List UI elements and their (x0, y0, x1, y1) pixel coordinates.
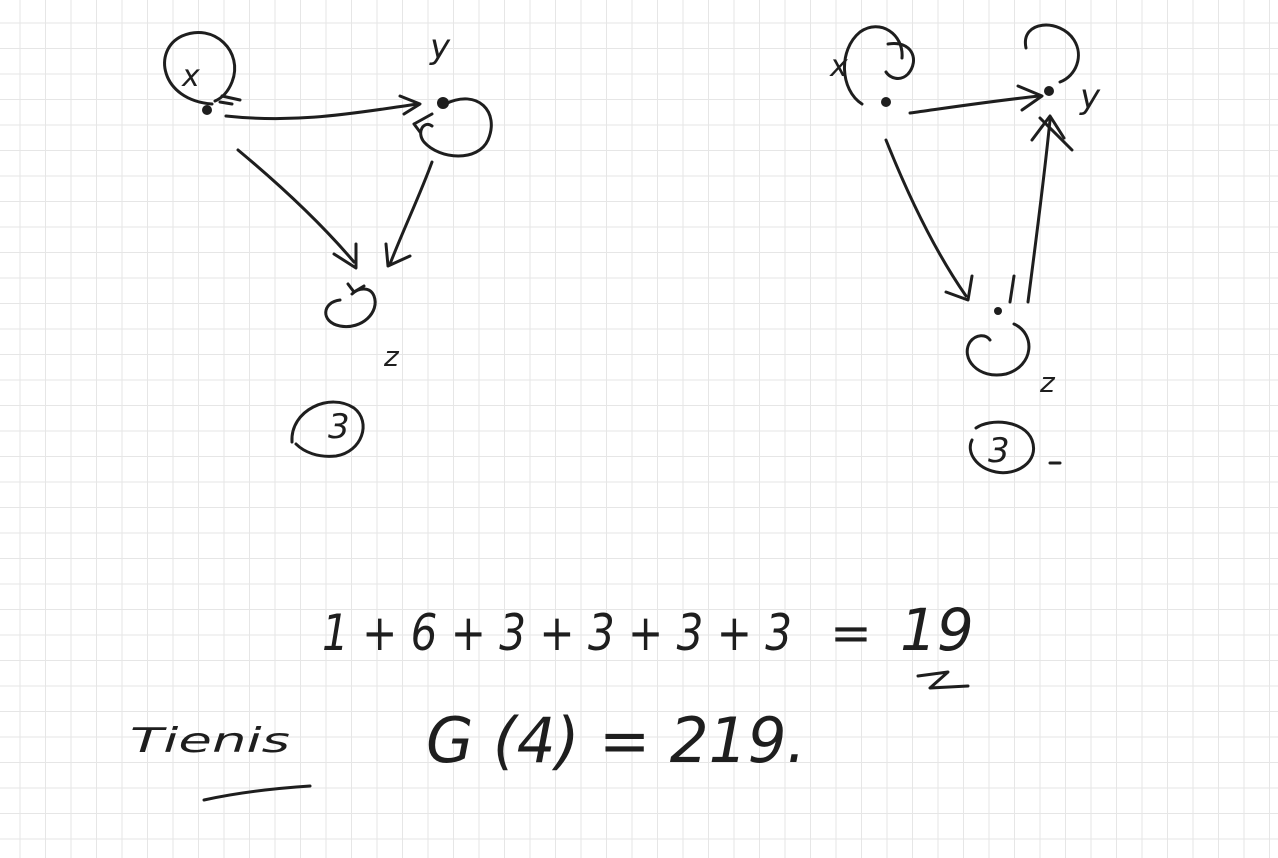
left-x-self-loop (163, 30, 237, 106)
left-edge-y-to-z (388, 160, 434, 266)
left-y-loop-arrowhead (412, 112, 434, 134)
right-x-label: x (829, 49, 848, 84)
left-x-loop-arrowhead (218, 94, 242, 106)
right-z-self-loop (965, 322, 1031, 377)
right-edge-z-to-y-arrowhead (1030, 114, 1066, 142)
left-node-z: z (324, 282, 400, 373)
right-node-z: z (965, 307, 1056, 399)
right-z-vertex (994, 307, 1002, 315)
right-x-self-loop-2 (884, 42, 915, 80)
left-edge-x-to-y-arrowhead (398, 94, 422, 116)
right-edge-z-to-y-tick (1008, 274, 1016, 304)
right-count-value: 3 (988, 431, 1010, 471)
right-edge-x-to-z-arrowhead (944, 274, 974, 302)
right-edge-x-to-y (908, 94, 1042, 115)
left-count-circle (290, 400, 365, 458)
right-circled-count: 3 (968, 420, 1062, 475)
footer-word-underline (202, 784, 312, 802)
left-circled-count: 3 (290, 400, 365, 458)
left-z-loop-arrowhead (346, 282, 366, 294)
right-edge-x-to-z (884, 138, 968, 298)
sum-expression: 1 + 6 + 3 + 3 + 3 + 3 (322, 604, 792, 662)
footer-formula: G (4) = 219. (426, 704, 806, 777)
left-edge-x-to-z (236, 148, 356, 264)
left-z-self-loop (324, 287, 377, 329)
right-z-label: z (1039, 366, 1056, 399)
right-node-x: x (829, 25, 915, 107)
left-node-x: x (163, 30, 242, 115)
left-edge-x-to-z-arrowhead (332, 242, 358, 270)
right-graph: x y z 3 (829, 23, 1101, 475)
left-x-vertex (202, 105, 212, 115)
sum-result: 19 (900, 596, 974, 664)
footer-word: Tienis (130, 721, 290, 761)
right-edge-z-to-y (1026, 118, 1052, 304)
left-node-y: y (412, 27, 493, 158)
right-edge-x-to-y-arrowhead (1016, 84, 1044, 112)
left-y-label: y (429, 27, 451, 67)
sum-equals: = (830, 604, 872, 662)
right-x-vertex (881, 97, 891, 107)
footer-line: Tienis G (4) = 219. (130, 704, 806, 802)
right-y-label: y (1079, 77, 1101, 117)
right-node-y: y (1024, 23, 1101, 152)
left-y-vertex (437, 97, 449, 109)
left-y-self-loop (419, 97, 493, 158)
right-x-self-loop (843, 25, 904, 106)
right-count-circle (968, 420, 1036, 475)
right-y-self-loop (1024, 23, 1080, 84)
left-edge-x-to-y (224, 102, 420, 121)
left-z-label: z (383, 340, 400, 373)
right-y-vertex (1044, 86, 1054, 96)
left-count-value: 3 (328, 407, 350, 447)
left-edge-y-to-z-arrowhead (384, 242, 412, 268)
sum-line: 1 + 6 + 3 + 3 + 3 + 3 = 19 (322, 596, 974, 690)
sum-result-underline (916, 670, 970, 690)
left-graph: x y z 3 (163, 27, 493, 458)
left-x-label: x (181, 59, 200, 94)
